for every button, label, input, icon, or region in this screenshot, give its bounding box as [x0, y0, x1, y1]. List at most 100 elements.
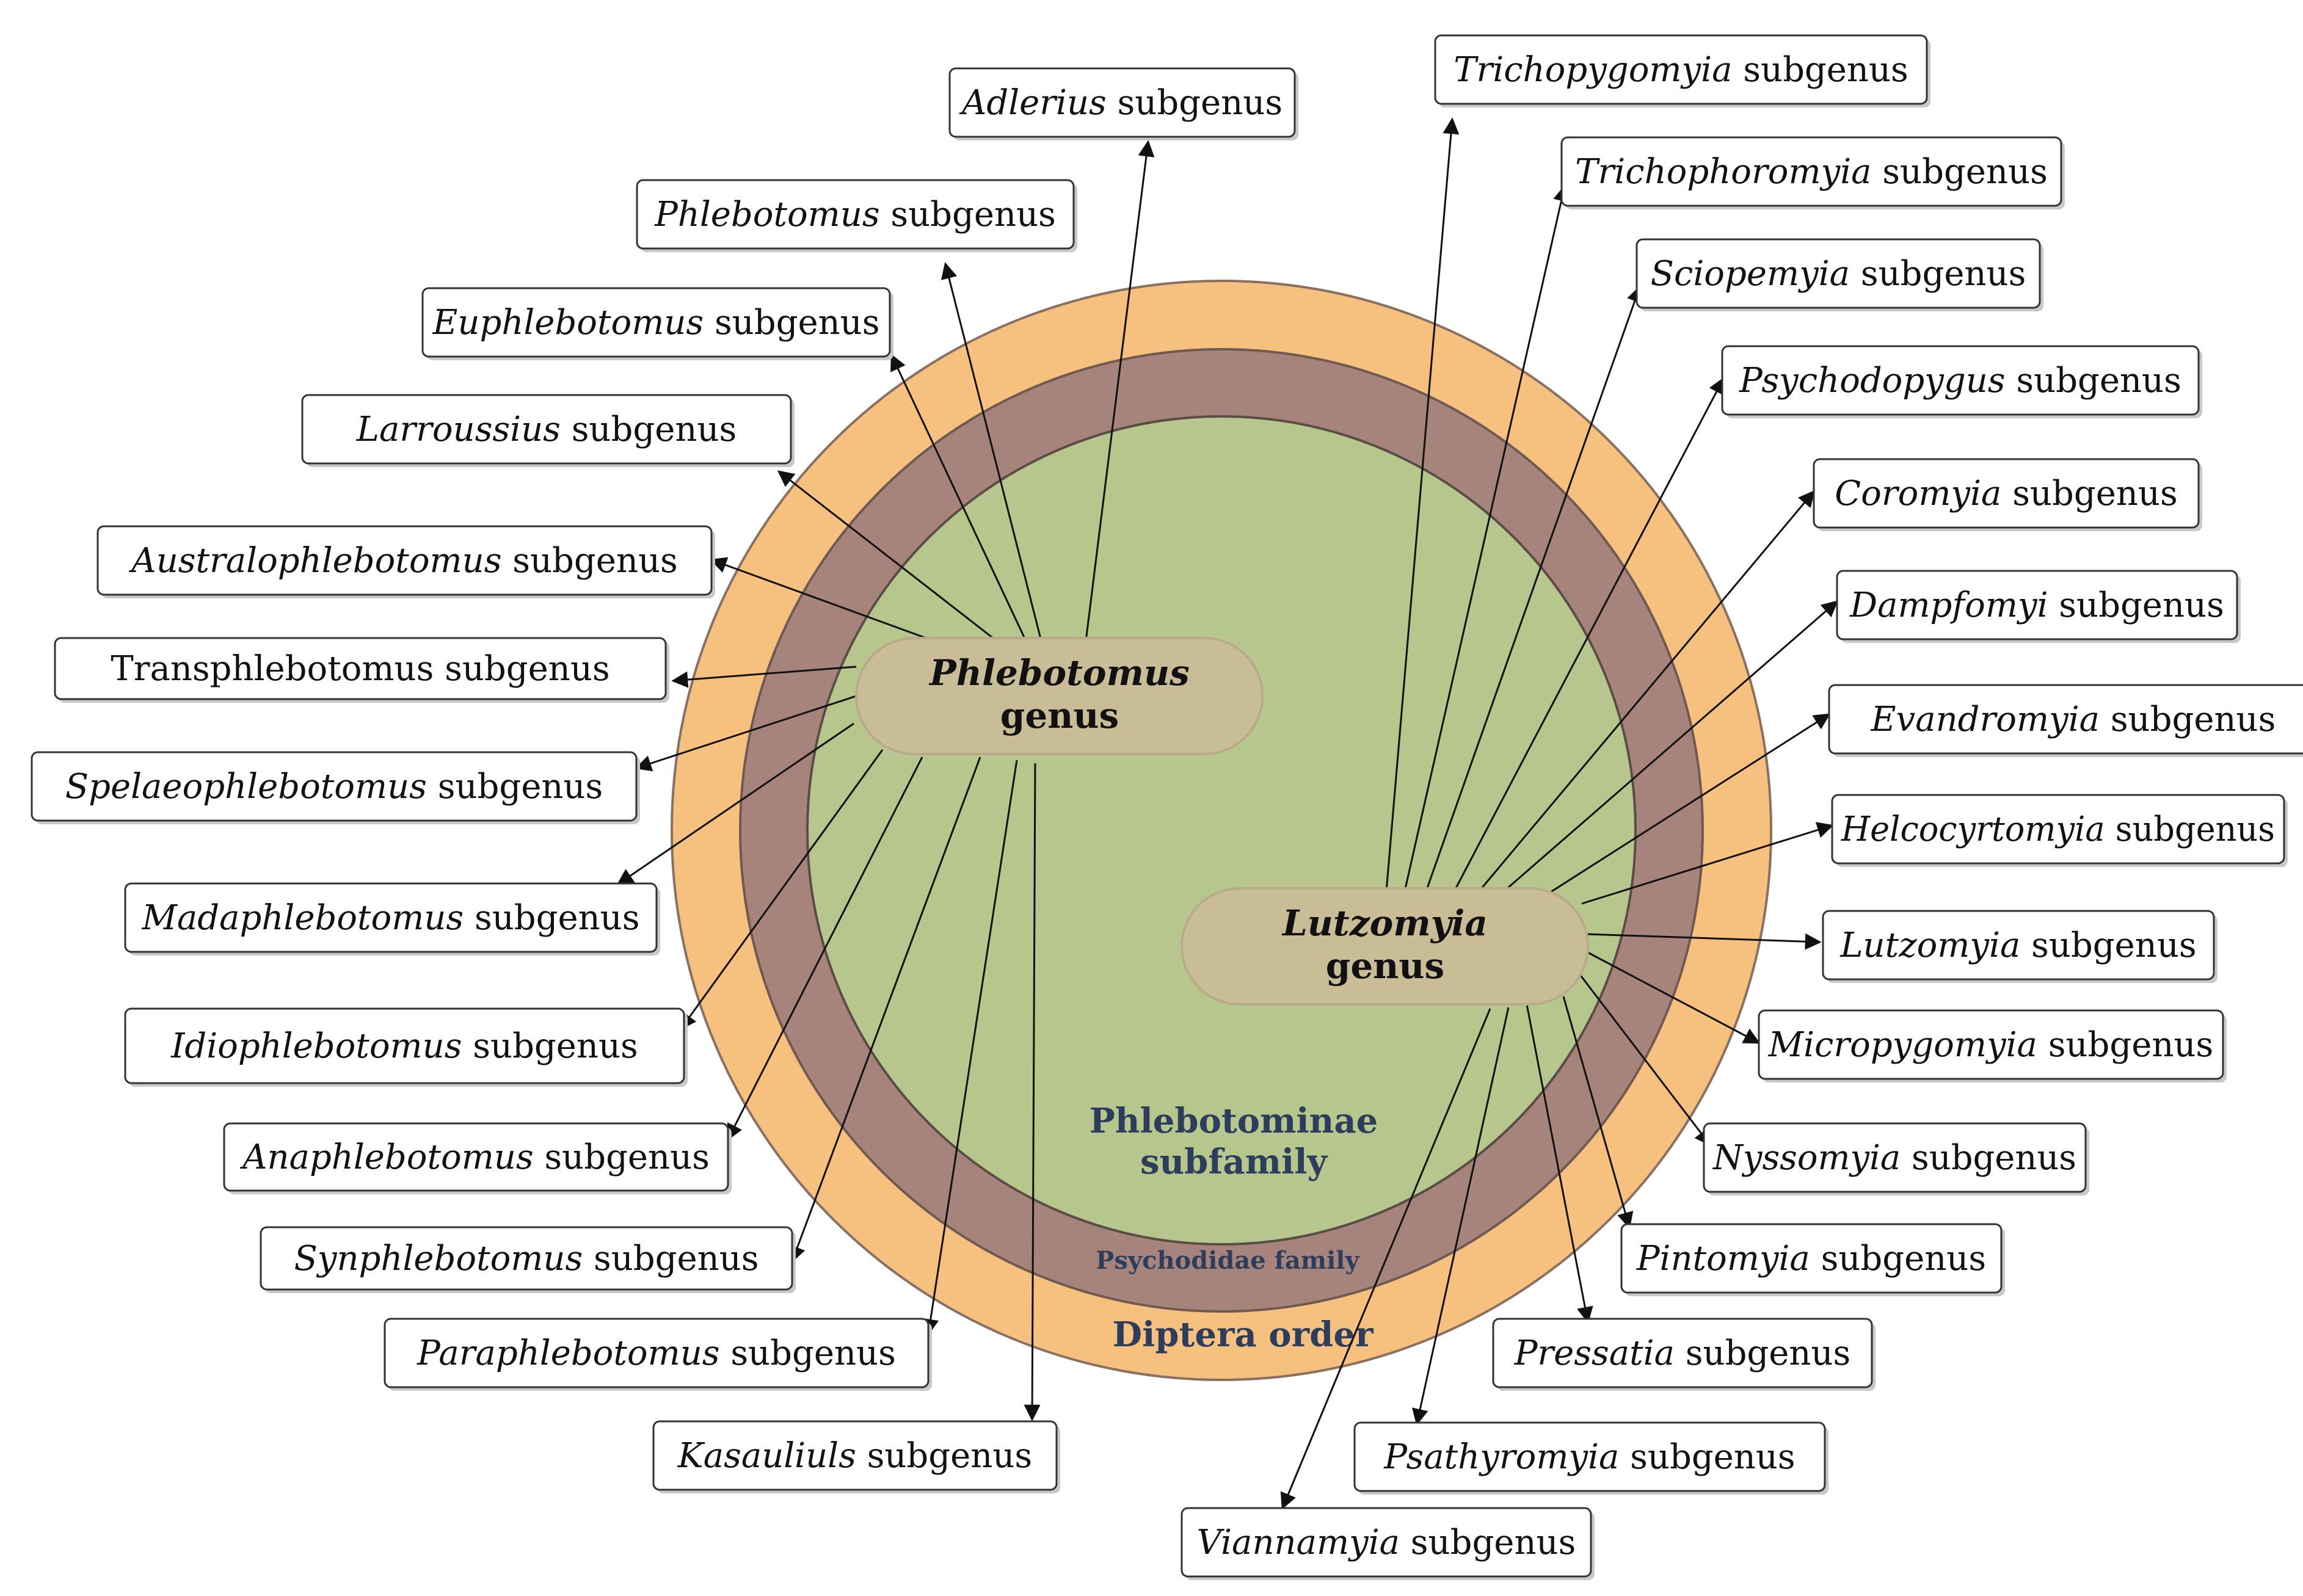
subgenus-box	[384, 1318, 930, 1388]
subgenus-suffix: subgenus	[561, 410, 737, 449]
subgenus-box	[124, 882, 658, 953]
subgenus-suffix: subgenus	[880, 195, 1056, 234]
arrow-to-madaphlebotomus	[616, 722, 854, 885]
subgenus-label-evandromyia: Evandromyia subgenus	[1871, 700, 2276, 739]
subgenus-node-trichopygomyia: Trichopygomyia subgenus	[1434, 34, 1930, 107]
subgenus-node-euphlebotomus: Euphlebotomus subgenus	[421, 287, 893, 360]
lutzomyia-genus-pill	[1181, 887, 1589, 1006]
subgenus-box	[652, 1420, 1058, 1491]
subgenus-box	[1492, 1318, 1873, 1388]
subgenus-node-paraphlebotomus: Paraphlebotomus subgenus	[384, 1318, 932, 1391]
subgenus-node-adlerius: Adlerius subgenus	[948, 67, 1298, 140]
subgenus-label-transphlebotomus: Transphlebotomus subgenus	[111, 649, 609, 689]
arrow-to-helcocyrtomyia	[1581, 822, 1834, 905]
arrow-to-viannamyia	[1280, 1008, 1491, 1510]
subgenus-label-kasauliuls: Kasauliuls subgenus	[677, 1436, 1032, 1476]
subgenus-label-synphlebotomus: Synphlebotomus subgenus	[294, 1239, 759, 1279]
subgenus-box	[1181, 1507, 1592, 1578]
subgenus-suffix: subgenus	[1850, 254, 2026, 294]
subgenus-name: Paraphlebotomus	[417, 1333, 719, 1373]
subgenus-name: Synphlebotomus	[294, 1239, 583, 1279]
subgenus-suffix: subgenus	[462, 1026, 638, 1066]
arrow-to-larroussius	[777, 470, 999, 644]
subgenus-box	[1831, 794, 2285, 865]
subgenus-node-nyssomyia: Nyssomyia subgenus	[1703, 1122, 2089, 1195]
subgenus-node-micropygomyia: Micropygomyia subgenus	[1758, 1009, 2227, 1083]
subgenus-node-phlebotomus: Phlebotomus subgenus	[636, 179, 1077, 252]
subgenus-name: Euphlebotomus	[432, 303, 704, 343]
subgenus-suffix: subgenus	[1400, 1523, 1576, 1562]
subgenus-name: Idiophlebotomus	[170, 1026, 462, 1066]
subgenus-node-pintomyia: Pintomyia subgenus	[1620, 1223, 2005, 1296]
subgenus-name: Helcocyrtomyia	[1841, 810, 2105, 849]
arrow-to-synphlebotomus	[789, 756, 981, 1263]
subgenus-node-dampfomyi: Dampfomyi subgenus	[1836, 570, 2241, 643]
arrow-to-nyssomyia	[1574, 968, 1711, 1147]
subgenus-box	[223, 1122, 729, 1192]
subgenus-suffix: subgenus	[1107, 83, 1282, 123]
subgenus-suffix: subgenus	[501, 541, 677, 581]
arrow-to-transphlebotomus	[671, 666, 857, 688]
subgenus-suffix: subgenus	[1872, 152, 2048, 192]
arrow-to-kasauliuls	[1024, 763, 1041, 1421]
subgenus-box	[1560, 136, 2062, 207]
subgenus-node-trichophoromyia: Trichophoromyia subgenus	[1560, 136, 2065, 209]
arrow-to-australophlebotomus	[710, 557, 935, 642]
subgenus-box	[1353, 1421, 1826, 1492]
subgenus-suffix: subgenus	[2037, 1025, 2213, 1065]
subgenus-label-pintomyia: Pintomyia subgenus	[1636, 1239, 1986, 1279]
subgenus-label-psychodopygus: Psychodopygus subgenus	[1739, 361, 2181, 401]
subgenus-suffix: subgenus	[1901, 1138, 2076, 1178]
subgenus-label-dampfomyi: Dampfomyi subgenus	[1849, 586, 2224, 625]
subgenus-box	[31, 751, 638, 822]
subgenus-node-coromyia: Coromyia subgenus	[1813, 458, 2202, 531]
arrow-to-psychodopygus	[1452, 377, 1725, 893]
subgenus-name: Micropygomyia	[1768, 1025, 2037, 1065]
subgenus-box	[948, 67, 1296, 138]
subgenus-label-spelaeophlebotomus: Spelaeophlebotomus subgenus	[65, 767, 603, 807]
subgenus-name: Anaphlebotomus	[239, 1137, 534, 1177]
subgenus-suffix: subgenus	[464, 898, 639, 938]
subgenus-label-euphlebotomus: Euphlebotomus subgenus	[432, 303, 880, 343]
subgenus-node-larroussius: Larroussius subgenus	[301, 394, 795, 467]
subgenus-box	[636, 179, 1075, 250]
subgenus-label-paraphlebotomus: Paraphlebotomus subgenus	[417, 1333, 896, 1373]
subgenus-name: Trichopygomyia	[1453, 50, 1732, 90]
arrow-to-evandromyia	[1541, 713, 1831, 899]
subgenus-suffix: subgenus	[1810, 1239, 1986, 1279]
subgenus-suffix: subgenus	[1619, 1437, 1795, 1477]
subgenus-suffix: subgenus	[2001, 474, 2177, 513]
subgenus-box	[1721, 345, 2200, 416]
subgenus-node-synphlebotomus: Synphlebotomus subgenus	[260, 1226, 796, 1293]
subgenus-suffix: subgenus	[1675, 1333, 1850, 1373]
phlebotomus-genus-pill	[855, 637, 1264, 755]
subgenus-name: Lutzomyia	[1839, 926, 2020, 965]
subgenus-label-pressatia: Pressatia subgenus	[1514, 1333, 1851, 1373]
subgenus-node-kasauliuls: Kasauliuls subgenus	[652, 1420, 1060, 1493]
subgenus-label-adlerius: Adlerius subgenus	[959, 83, 1282, 123]
subgenus-name: Transphlebotomus	[111, 649, 434, 689]
arrow-to-euphlebotomus	[890, 354, 1027, 642]
subgenus-label-nyssomyia: Nyssomyia subgenus	[1712, 1138, 2076, 1178]
subgenus-suffix: subgenus	[2006, 361, 2181, 401]
subgenus-box	[1635, 238, 2041, 309]
arrow-to-trichophoromyia	[1403, 184, 1570, 892]
subgenus-label-trichophoromyia: Trichophoromyia subgenus	[1575, 152, 2048, 192]
subgenus-label-micropygomyia: Micropygomyia subgenus	[1768, 1025, 2214, 1065]
subgenus-box	[1813, 458, 2200, 529]
subgenus-label-psathyromyia: Psathyromyia subgenus	[1383, 1437, 1795, 1477]
subgenus-box	[54, 637, 667, 700]
subgenus-box	[1703, 1122, 2087, 1193]
subgenus-suffix: subgenus	[534, 1137, 710, 1177]
arrow-to-pintomyia	[1562, 996, 1634, 1229]
phlebotomus-genus-node: Phlebotomus genus	[855, 637, 1264, 755]
subgenus-label-anaphlebotomus: Anaphlebotomus subgenus	[239, 1137, 710, 1177]
subgenus-node-australophlebotomus: Australophlebotomus subgenus	[96, 525, 715, 598]
arrow-to-coromyia	[1477, 490, 1815, 893]
subgenus-suffix: subgenus	[2048, 586, 2224, 625]
subgenus-name: Kasauliuls	[677, 1436, 856, 1476]
subgenus-name: Nyssomyia	[1712, 1138, 1901, 1178]
subgenus-name: Adlerius	[959, 83, 1107, 123]
